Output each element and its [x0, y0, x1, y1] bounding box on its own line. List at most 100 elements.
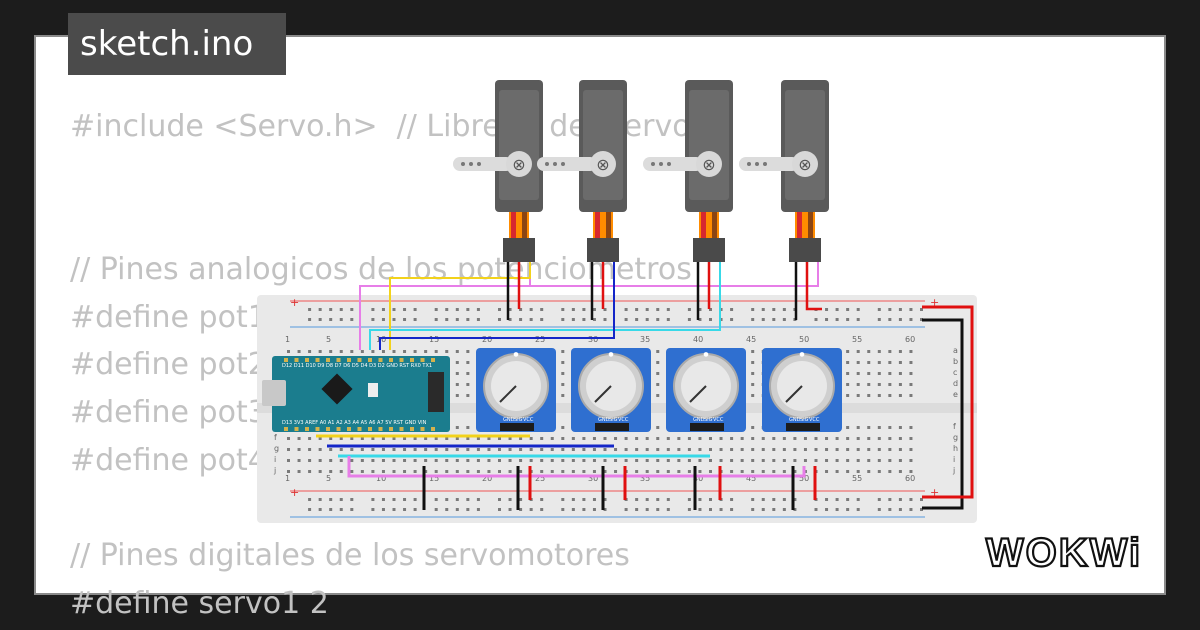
potentiometer-2[interactable]: ● GND SIG VCC [571, 348, 651, 432]
breadboard-hole[interactable] [424, 448, 428, 451]
breadboard-hole[interactable] [687, 508, 691, 511]
breadboard-hole[interactable] [603, 498, 607, 501]
breadboard-hole[interactable] [751, 437, 755, 440]
breadboard-hole[interactable] [624, 448, 628, 451]
breadboard-hole[interactable] [592, 498, 596, 501]
breadboard-hole[interactable] [656, 470, 660, 473]
breadboard-hole[interactable] [381, 498, 385, 501]
breadboard-hole[interactable] [656, 318, 660, 321]
breadboard-hole[interactable] [329, 470, 333, 473]
breadboard-hole[interactable] [360, 459, 364, 462]
breadboard-hole[interactable] [645, 448, 649, 451]
breadboard-hole[interactable] [434, 448, 438, 451]
breadboard-hole[interactable] [846, 498, 850, 501]
breadboard-hole[interactable] [709, 470, 712, 473]
breadboard-hole[interactable] [888, 308, 892, 311]
breadboard-hole[interactable] [624, 308, 628, 311]
breadboard-hole[interactable] [730, 459, 734, 462]
breadboard-hole[interactable] [318, 508, 322, 511]
servo-motor-1[interactable]: ⊗ [453, 80, 543, 262]
breadboard-hole[interactable] [561, 308, 565, 311]
breadboard-hole[interactable] [455, 426, 459, 429]
breadboard-hole[interactable] [877, 383, 881, 386]
breadboard-hole[interactable] [888, 318, 892, 321]
breadboard-hole[interactable] [624, 437, 628, 440]
breadboard-hole[interactable] [772, 308, 776, 311]
breadboard-hole[interactable] [318, 437, 322, 440]
nano-pin[interactable] [357, 427, 362, 431]
wire-blue[interactable] [379, 262, 615, 350]
potentiometer-1[interactable]: ● GND SIG VCC [476, 348, 556, 432]
breadboard-hole[interactable] [592, 448, 596, 451]
breadboard-hole[interactable] [856, 350, 860, 353]
breadboard-hole[interactable] [318, 498, 322, 501]
breadboard-hole[interactable] [624, 318, 628, 321]
breadboard-hole[interactable] [666, 498, 670, 501]
breadboard-hole[interactable] [614, 459, 618, 462]
breadboard-hole[interactable] [751, 383, 755, 386]
breadboard-hole[interactable] [856, 426, 860, 429]
breadboard-hole[interactable] [635, 437, 639, 440]
breadboard-hole[interactable] [751, 308, 755, 311]
breadboard-hole[interactable] [381, 308, 385, 311]
breadboard-hole[interactable] [877, 508, 881, 511]
breadboard-hole[interactable] [318, 459, 322, 462]
nano-pin[interactable] [336, 427, 341, 431]
breadboard-hole[interactable] [550, 448, 554, 451]
breadboard-hole[interactable] [656, 498, 660, 501]
breadboard-hole[interactable] [603, 470, 607, 473]
nano-pin[interactable] [347, 358, 351, 362]
breadboard-hole[interactable] [297, 350, 301, 353]
breadboard-hole[interactable] [846, 437, 850, 440]
breadboard-hole[interactable] [730, 498, 734, 501]
breadboard-hole[interactable] [529, 448, 533, 451]
breadboard-hole[interactable] [445, 308, 449, 311]
breadboard-hole[interactable] [898, 361, 902, 364]
nano-pin[interactable] [357, 358, 362, 362]
breadboard-hole[interactable] [656, 350, 660, 353]
breadboard-hole[interactable] [835, 498, 839, 501]
breadboard-hole[interactable] [782, 508, 786, 511]
breadboard-hole[interactable] [297, 448, 301, 451]
breadboard-hole[interactable] [445, 498, 449, 501]
breadboard-hole[interactable] [434, 308, 438, 311]
breadboard-hole[interactable] [867, 372, 871, 375]
breadboard-hole[interactable] [455, 372, 459, 375]
nano-pin[interactable] [347, 427, 351, 431]
breadboard-hole[interactable] [698, 459, 702, 462]
breadboard-hole[interactable] [392, 437, 396, 440]
breadboard-hole[interactable] [635, 459, 639, 462]
breadboard-hole[interactable] [487, 448, 491, 451]
breadboard-hole[interactable] [740, 470, 744, 473]
breadboard-hole[interactable] [782, 437, 786, 440]
breadboard-hole[interactable] [476, 508, 480, 511]
breadboard-hole[interactable] [898, 448, 902, 451]
breadboard-hole[interactable] [920, 318, 923, 321]
breadboard-hole[interactable] [413, 308, 417, 311]
breadboard-hole[interactable] [888, 508, 892, 511]
breadboard-hole[interactable] [645, 318, 649, 321]
breadboard-hole[interactable] [455, 383, 459, 386]
breadboard-hole[interactable] [645, 470, 649, 473]
breadboard-hole[interactable] [329, 318, 333, 321]
breadboard-hole[interactable] [519, 498, 523, 501]
breadboard-hole[interactable] [476, 459, 480, 462]
breadboard-hole[interactable] [413, 459, 417, 462]
breadboard-hole[interactable] [381, 437, 385, 440]
breadboard-hole[interactable] [297, 437, 301, 440]
nano-pin[interactable] [378, 427, 383, 431]
breadboard-hole[interactable] [487, 470, 491, 473]
breadboard-hole[interactable] [413, 498, 417, 501]
breadboard-hole[interactable] [571, 437, 575, 440]
breadboard-hole[interactable] [898, 318, 902, 321]
breadboard-hole[interactable] [550, 437, 554, 440]
reset-button[interactable] [368, 383, 378, 397]
breadboard-hole[interactable] [519, 318, 523, 321]
breadboard-hole[interactable] [751, 448, 755, 451]
breadboard-hole[interactable] [709, 508, 712, 511]
breadboard-hole[interactable] [529, 508, 533, 511]
breadboard-hole[interactable] [434, 459, 438, 462]
breadboard-hole[interactable] [803, 459, 807, 462]
breadboard-hole[interactable] [592, 470, 596, 473]
nano-pin[interactable] [389, 358, 393, 362]
